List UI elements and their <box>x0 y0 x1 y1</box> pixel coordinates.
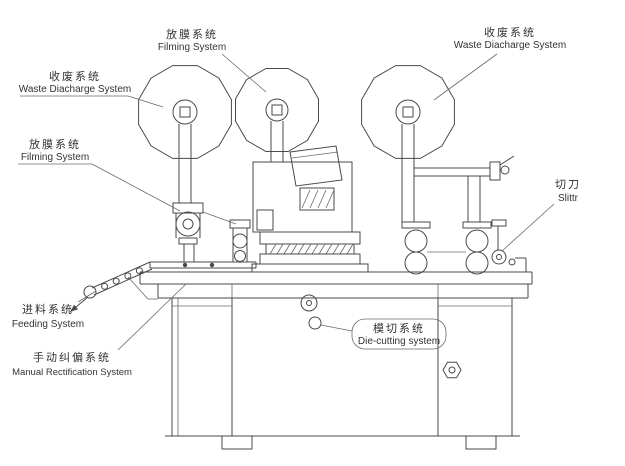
label-waste-right-en: Waste Diacharge System <box>454 40 566 51</box>
machine-head <box>252 145 353 233</box>
label-waste-left: 收废系统 Waste Diacharge System <box>19 69 131 95</box>
label-filming-left-zh: 放膜系统 <box>29 137 81 151</box>
label-slitter: 切刀 Slittr <box>555 178 581 204</box>
rectification-bracket <box>229 219 251 262</box>
foot-right <box>465 435 497 450</box>
label-manual-rectification-zh: 手动纠偏系统 <box>33 350 111 364</box>
label-feeding: 进料系统 Feeding System <box>12 302 84 330</box>
leader-lines <box>18 53 555 351</box>
label-filming-top-en: Filming System <box>158 42 226 53</box>
cabinet-knob <box>442 361 462 379</box>
label-manual-rectification-en: Manual Rectification System <box>12 367 132 378</box>
label-filming-top: 放膜系统 Filming System <box>158 27 226 53</box>
label-waste-left-zh: 收废系统 <box>49 69 101 83</box>
label-slitter-zh: 切刀 <box>555 178 581 191</box>
roll-supports <box>178 121 415 222</box>
slitter-assembly <box>414 155 527 272</box>
waste-rollers <box>401 176 492 275</box>
feeding-conveyor <box>69 261 158 313</box>
roll-left <box>138 65 232 159</box>
die-cut-indicators <box>300 294 322 330</box>
label-filming-left-en: Filming System <box>21 152 89 163</box>
label-die-cutting: 模切系统 Die-cutting system <box>351 318 447 350</box>
label-die-cutting-zh: 模切系统 <box>373 322 425 335</box>
label-manual-rectification: 手动纠偏系统 Manual Rectification System <box>12 350 132 378</box>
label-waste-right: 收废系统 Waste Diacharge System <box>454 25 566 51</box>
label-feeding-zh: 进料系统 <box>22 302 74 316</box>
filming-roller-left <box>172 202 237 262</box>
label-feeding-en: Feeding System <box>12 319 84 330</box>
label-filming-left: 放膜系统 Filming System <box>21 137 89 163</box>
die-cutting-label-box <box>351 318 447 350</box>
label-die-cutting-en: Die-cutting system <box>358 336 440 347</box>
label-filming-top-zh: 放膜系统 <box>166 27 218 41</box>
machine-table <box>139 271 533 299</box>
machine-base <box>165 297 520 450</box>
label-waste-left-en: Waste Diacharge System <box>19 84 131 95</box>
feed-plate <box>149 261 257 269</box>
label-waste-right-zh: 收废系统 <box>484 25 536 39</box>
roll-right <box>361 65 455 159</box>
foot-left <box>221 435 253 450</box>
die-plates <box>251 231 369 273</box>
label-slitter-en: Slittr <box>558 193 579 204</box>
feed-direction-arrow <box>70 304 78 312</box>
roll-middle <box>235 68 319 152</box>
